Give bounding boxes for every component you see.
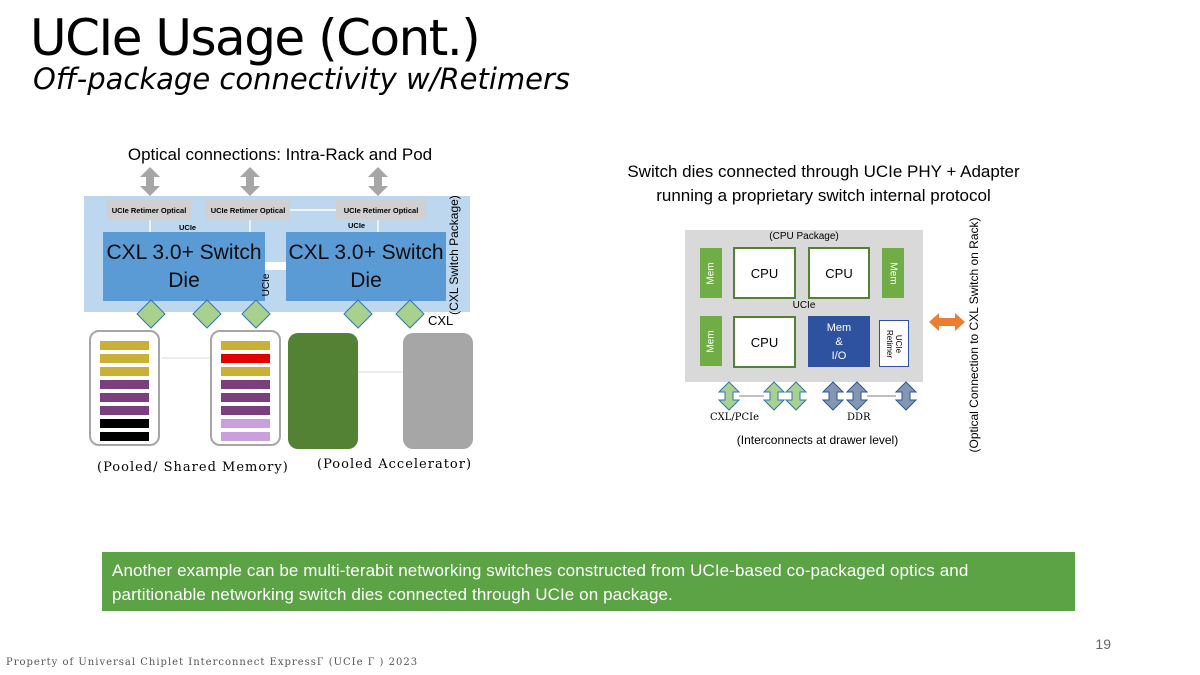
memory-bar — [221, 367, 270, 376]
memory-bar — [221, 393, 270, 402]
memory-bar — [100, 406, 149, 415]
retimer-optical-2: UCIe Retimer Optical — [206, 200, 290, 220]
memory-bar — [221, 380, 270, 389]
cxl-switch-die-2: CXL 3.0+ Switch Die — [286, 232, 446, 301]
memory-bar — [100, 393, 149, 402]
optical-arrow-2 — [240, 167, 260, 196]
memory-bar — [100, 367, 149, 376]
ddr-label: DDR — [847, 412, 871, 423]
memory-bar — [221, 406, 270, 415]
optical-orange-arrow — [929, 313, 965, 331]
cxl-port-5 — [395, 299, 425, 329]
footer-copyright: Property of Universal Chiplet Interconne… — [6, 657, 419, 668]
ddr-arrow-2 — [845, 381, 869, 411]
mem-module-1: Mem — [700, 248, 722, 298]
memory-bar — [100, 432, 149, 441]
cxl-arrow-2 — [762, 381, 786, 411]
memory-bar — [221, 341, 270, 350]
mem-module-3: Mem — [700, 316, 722, 366]
note-line1: Another example can be multi-terabit net… — [112, 561, 969, 580]
retimer-optical-3: UCIe Retimer Optical — [336, 200, 426, 220]
ddr-arrow-1 — [821, 381, 845, 411]
retimer-optical-1: UCIe Retimer Optical — [107, 200, 191, 220]
ddr-arrow-3 — [894, 381, 918, 411]
die-bridge — [265, 262, 286, 270]
cxl-label: CXL — [428, 313, 454, 328]
memory-bar — [100, 380, 149, 389]
note-line2: partitionable networking switch dies con… — [112, 584, 673, 604]
pooled-memory-caption: (Pooled/ Shared Memory) — [97, 460, 289, 475]
die-2-line2: Die — [350, 268, 382, 292]
cpu-die-1: CPU — [733, 247, 796, 299]
note-box: Another example can be multi-terabit net… — [102, 552, 1075, 611]
cxl-pcie-label: CXL/PCIe — [710, 412, 760, 423]
memory-bar — [100, 419, 149, 428]
pooled-memory-2 — [210, 330, 281, 446]
interconnect-caption: (Interconnects at drawer level) — [736, 433, 899, 447]
mem-io-die: Mem & I/O — [808, 316, 870, 367]
right-heading-line1: Switch dies connected through UCIe PHY +… — [627, 162, 1020, 181]
cpu-package-label: (CPU Package) — [769, 231, 839, 242]
cxl-port-2 — [192, 299, 222, 329]
left-diagram-heading: Optical connections: Intra-Rack and Pod — [127, 145, 433, 164]
memio-line1: Mem — [826, 321, 852, 334]
cxl-port-4 — [343, 299, 373, 329]
ucie-retimer-die: UCIe Retimer — [879, 320, 909, 367]
pooled-memory-1 — [89, 330, 160, 446]
cpu-die-3: CPU — [733, 316, 796, 368]
die-1-line1: CXL 3.0+ Switch — [106, 240, 262, 264]
mem-module-2: Mem — [882, 248, 904, 298]
memory-bar — [100, 341, 149, 350]
memory-bar — [100, 354, 149, 363]
memory-bar — [221, 354, 270, 363]
pooled-accelerator-gray — [403, 333, 473, 449]
slide-subtitle: Off-package connectivity w/Retimers — [33, 62, 571, 96]
memory-bar — [221, 419, 270, 428]
cpu-die-2: CPU — [808, 247, 870, 299]
ucie-label-2: UCIe — [348, 221, 366, 230]
optical-arrow-3 — [368, 167, 388, 196]
ucie-cpu-label: UCIe — [792, 300, 816, 311]
cxl-port-3 — [241, 299, 271, 329]
slide-title: UCIe Usage (Cont.) — [30, 9, 481, 67]
page-number: 19 — [1095, 636, 1111, 652]
die-1-line2: Die — [168, 268, 200, 292]
die-2-line1: CXL 3.0+ Switch — [288, 240, 444, 264]
cxl-switch-die-1: CXL 3.0+ Switch Die — [103, 232, 265, 301]
optical-arrow-1 — [140, 167, 160, 196]
memio-line2: & — [835, 335, 843, 348]
cxl-arrow-3 — [784, 381, 808, 411]
cxl-arrow-1 — [717, 381, 741, 411]
cxl-port-1 — [136, 299, 166, 329]
right-heading-line2: running a proprietary switch internal pr… — [656, 186, 991, 205]
right-diagram-heading: Switch dies connected through UCIe PHY +… — [596, 160, 1051, 208]
ucie-label-1: UCIe — [179, 223, 197, 232]
pooled-accelerator-green — [288, 333, 358, 449]
memio-line3: I/O — [831, 349, 847, 362]
memory-bar — [221, 432, 270, 441]
optical-connection-label: (Optical Connection to CXL Switch on Rac… — [967, 217, 981, 453]
pooled-accelerator-caption: (Pooled Accelerator) — [317, 457, 473, 472]
